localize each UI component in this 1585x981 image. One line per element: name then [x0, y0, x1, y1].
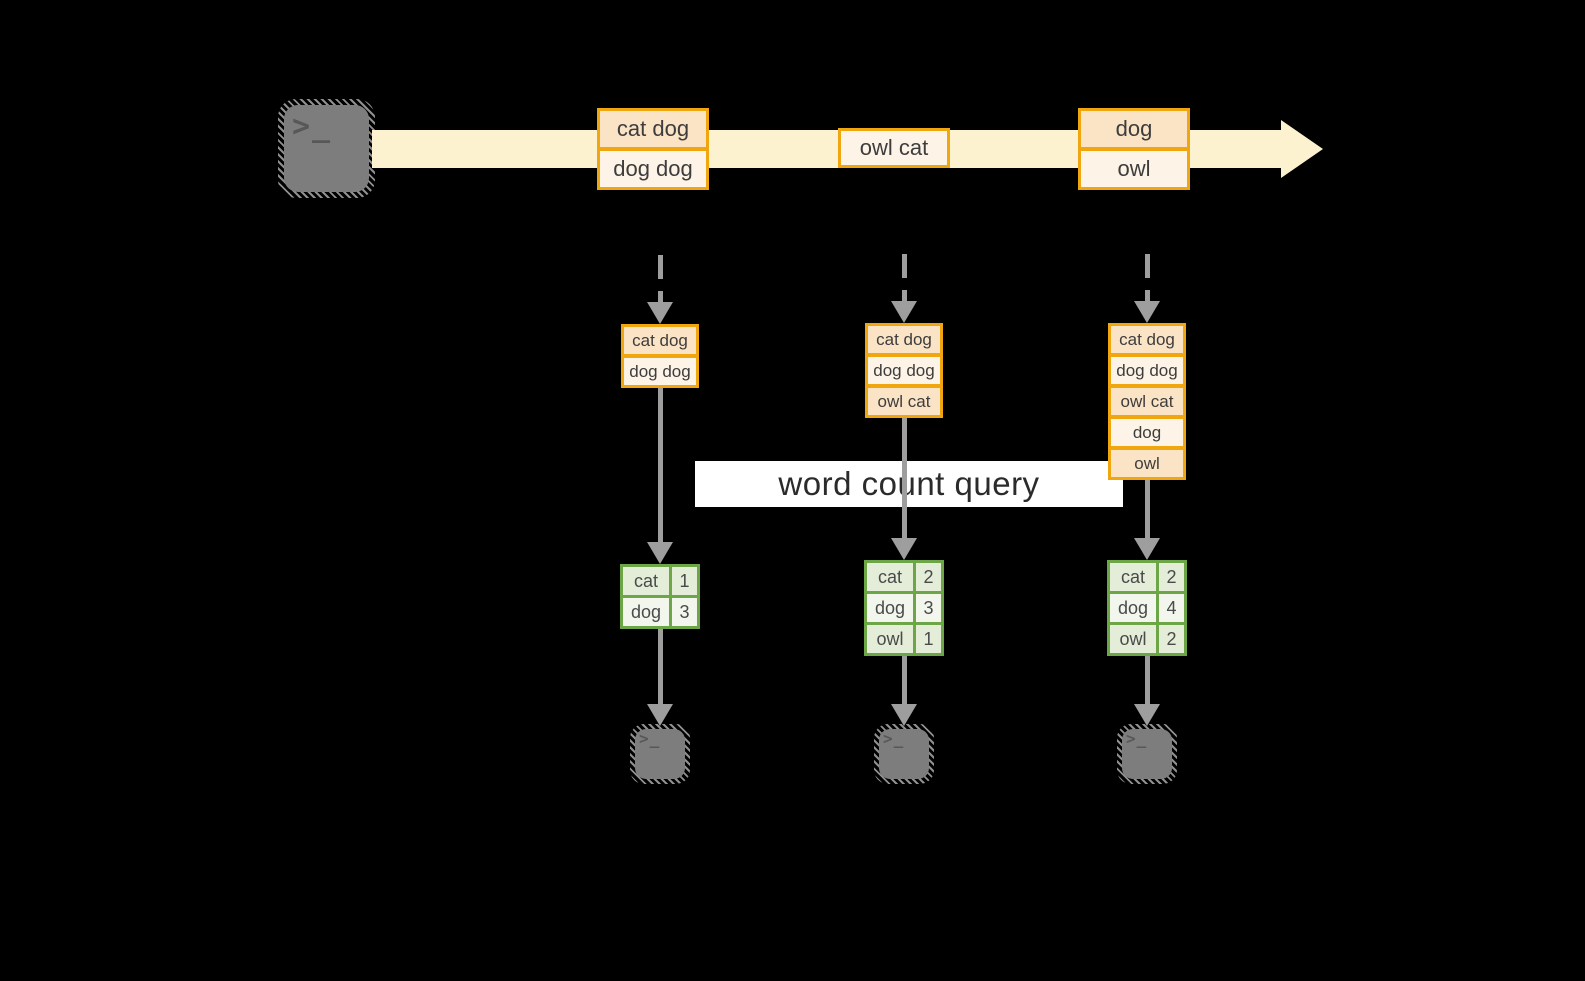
stream-batch-3: dog owl: [1078, 108, 1190, 190]
count-value-cell: 3: [672, 598, 697, 626]
terminal-sink-body: [879, 729, 929, 779]
count-value-cell: 2: [916, 563, 941, 591]
query-banner-label: word count query: [778, 465, 1040, 502]
window-item-cell: owl cat: [868, 388, 940, 415]
count-word-cell: cat: [867, 563, 913, 591]
window-ingest-arrow: [891, 254, 917, 323]
count-word-cell: cat: [1110, 563, 1156, 591]
terminal-sink-icon: >_: [630, 724, 690, 784]
stream-item-cell: cat dog: [600, 111, 706, 147]
stream-item-cell: dog dog: [600, 151, 706, 187]
terminal-sink-body: [635, 729, 685, 779]
window-item-cell: cat dog: [1111, 326, 1183, 353]
count-value-cell: 4: [1159, 594, 1184, 622]
count-word-cell: owl: [867, 625, 913, 653]
count-value-cell: 1: [672, 567, 697, 595]
window-ingest-arrow: [647, 255, 673, 324]
window-item-cell: owl cat: [1111, 388, 1183, 415]
window-item-cell: owl: [1111, 450, 1183, 477]
window-stack-2: cat dog dog dog owl cat: [865, 323, 943, 418]
stream-item-cell: owl cat: [841, 131, 947, 165]
terminal-sink-body: [1122, 729, 1172, 779]
terminal-source-body: [284, 105, 369, 192]
terminal-sink-icon: >_: [1117, 724, 1177, 784]
sink-arrow: [891, 656, 917, 726]
window-ingest-arrow: [1134, 254, 1160, 323]
count-word-cell: dog: [1110, 594, 1156, 622]
sink-arrow: [647, 629, 673, 726]
sink-arrow: [1134, 656, 1160, 726]
window-item-cell: dog dog: [624, 358, 696, 385]
terminal-prompt-glyph: >_: [1126, 729, 1148, 748]
window-item-cell: cat dog: [624, 327, 696, 354]
stream-batch-2: owl cat: [838, 128, 950, 168]
query-arrow: [1134, 476, 1160, 560]
stream-item-cell: dog: [1081, 111, 1187, 147]
count-table-3: cat 2 dog 4 owl 2: [1107, 560, 1187, 656]
terminal-prompt-glyph: >_: [639, 729, 661, 748]
query-arrow: [647, 387, 673, 564]
terminal-prompt-glyph: >_: [292, 109, 333, 144]
count-value-cell: 3: [916, 594, 941, 622]
count-word-cell: dog: [867, 594, 913, 622]
count-value-cell: 2: [1159, 625, 1184, 653]
window-stack-1: cat dog dog dog: [621, 324, 699, 388]
window-stack-3: cat dog dog dog owl cat dog owl: [1108, 323, 1186, 480]
count-word-cell: owl: [1110, 625, 1156, 653]
query-arrow: [891, 416, 917, 560]
stream-item-cell: owl: [1081, 151, 1187, 187]
terminal-prompt-glyph: >_: [883, 729, 905, 748]
window-item-cell: dog: [1111, 419, 1183, 446]
query-banner: word count query: [695, 461, 1123, 507]
count-word-cell: dog: [623, 598, 669, 626]
window-item-cell: dog dog: [868, 357, 940, 384]
count-table-2: cat 2 dog 3 owl 1: [864, 560, 944, 656]
terminal-source-icon: >_: [278, 99, 375, 198]
stream-arrowhead: [1281, 120, 1323, 178]
count-value-cell: 1: [916, 625, 941, 653]
count-table-1: cat 1 dog 3: [620, 564, 700, 629]
window-item-cell: cat dog: [868, 326, 940, 353]
stream-batch-1: cat dog dog dog: [597, 108, 709, 190]
window-item-cell: dog dog: [1111, 357, 1183, 384]
terminal-sink-icon: >_: [874, 724, 934, 784]
count-word-cell: cat: [623, 567, 669, 595]
count-value-cell: 2: [1159, 563, 1184, 591]
